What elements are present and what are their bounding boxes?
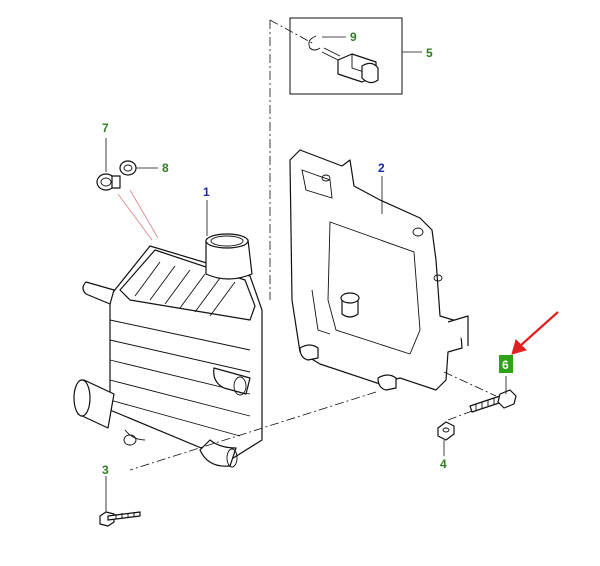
bolt-part-6	[469, 389, 517, 413]
nut-part	[437, 421, 455, 441]
callout-1[interactable]: 1	[203, 185, 210, 199]
callout-9[interactable]: 9	[350, 30, 357, 44]
clip-part	[308, 35, 321, 51]
callout-2[interactable]: 2	[378, 161, 385, 175]
detail-inset-box	[289, 17, 403, 95]
callout-6[interactable]: 6	[502, 358, 509, 372]
callout-4[interactable]: 4	[440, 457, 447, 471]
grommet-part	[96, 160, 137, 191]
highlight-arrow	[511, 311, 559, 355]
bracket-part	[289, 149, 469, 391]
callout-3[interactable]: 3	[102, 463, 109, 477]
callout-6-highlight-box	[499, 355, 513, 373]
callout-8[interactable]: 8	[162, 161, 169, 175]
bolt-part-3	[99, 511, 141, 527]
sensor-part	[321, 47, 379, 84]
intercooler-part	[73, 233, 263, 468]
callout-7[interactable]: 7	[102, 121, 109, 135]
callout-5[interactable]: 5	[426, 46, 433, 60]
